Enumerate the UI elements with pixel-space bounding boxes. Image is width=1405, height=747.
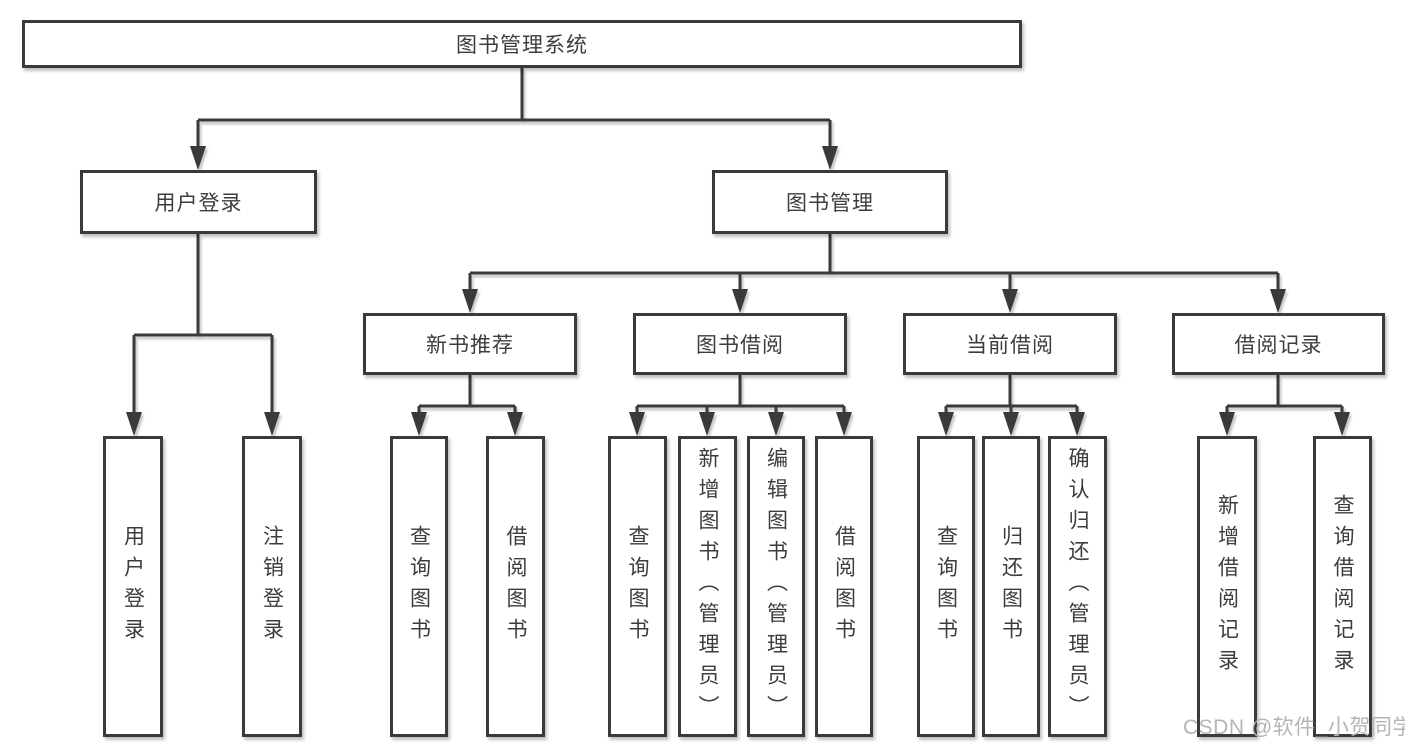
arrowhead [1334,412,1350,436]
leaf-borrow-query-books-label: 查询图书 [626,524,649,649]
connectors-current-borrow [938,375,1085,436]
node-current-borrow: 当前借阅 [903,313,1117,375]
leaf-borrow-books-label: 借阅图书 [832,524,856,649]
arrowhead [822,146,838,170]
arrowhead [836,412,852,436]
leaf-query-borrow-record-label: 查询借阅记录 [1331,493,1354,680]
arrowhead [1219,412,1235,436]
arrowhead [732,289,748,313]
leaf-recommend-borrow-books: 借阅图书 [486,436,545,737]
leaf-recommend-query-books-label: 查询图书 [407,524,431,649]
node-new-book-recommend: 新书推荐 [363,313,577,375]
leaf-logout-label: 注销登录 [260,524,284,649]
leaf-add-borrow-record-label: 新增借阅记录 [1215,493,1239,680]
connectors-book-borrow [629,375,852,436]
node-book-borrow-label: 图书借阅 [696,334,784,357]
arrowhead [462,289,478,313]
connectors-new-book-recommend [411,375,523,436]
leaf-user-login: 用户登录 [103,436,163,737]
leaf-recommend-query-books: 查询图书 [390,436,448,737]
leaf-current-query-books-label: 查询图书 [934,524,958,649]
arrowhead [1069,412,1085,436]
leaf-borrow-books: 借阅图书 [815,436,873,737]
node-user-login: 用户登录 [80,170,317,234]
leaf-confirm-return-admin-label: 确认归还（管理员） [1066,447,1089,726]
leaf-recommend-borrow-books-label: 借阅图书 [504,524,527,649]
leaf-borrow-query-books: 查询图书 [608,436,667,737]
arrowhead [768,412,784,436]
arrowhead [190,146,206,170]
csdn-watermark: CSDN @软件_小贺同学 [1183,716,1405,739]
connectors-user-login [126,234,280,436]
arrowhead [411,412,427,436]
arrowhead [264,412,280,436]
node-book-borrow: 图书借阅 [633,313,847,375]
leaf-query-borrow-record: 查询借阅记录 [1313,436,1372,737]
connectors-root [190,68,838,170]
leaf-return-books-label: 归还图书 [999,524,1023,649]
node-user-login-label: 用户登录 [154,192,243,215]
leaf-edit-books-admin: 编辑图书（管理员） [747,436,805,737]
arrowhead [1002,289,1018,313]
node-borrow-records: 借阅记录 [1172,313,1385,375]
leaf-add-books-admin-label: 新增图书（管理员） [696,447,719,726]
leaf-add-books-admin: 新增图书（管理员） [678,436,737,737]
leaf-return-books: 归还图书 [982,436,1040,737]
connectors-borrow-records [1219,375,1350,436]
node-root-system-label: 图书管理系统 [456,34,588,57]
node-current-borrow-label: 当前借阅 [966,334,1054,357]
leaf-add-borrow-record: 新增借阅记录 [1197,436,1257,737]
connectors-book-management [462,234,1286,313]
leaf-logout: 注销登录 [242,436,302,737]
node-book-management-label: 图书管理 [786,192,874,215]
leaf-confirm-return-admin: 确认归还（管理员） [1048,436,1107,737]
arrowhead [1003,412,1019,436]
node-borrow-records-label: 借阅记录 [1234,334,1323,357]
arrowhead [629,412,645,436]
leaf-user-login-label: 用户登录 [121,524,145,649]
arrowhead [699,412,715,436]
arrowhead [938,412,954,436]
arrowhead [507,412,523,436]
node-root-system: 图书管理系统 [22,20,1022,68]
node-new-book-recommend-label: 新书推荐 [426,334,514,357]
leaf-current-query-books: 查询图书 [917,436,975,737]
arrowhead [126,412,142,436]
arrowhead [1270,289,1286,313]
node-book-management: 图书管理 [712,170,948,234]
leaf-edit-books-admin-label: 编辑图书（管理员） [764,447,788,726]
